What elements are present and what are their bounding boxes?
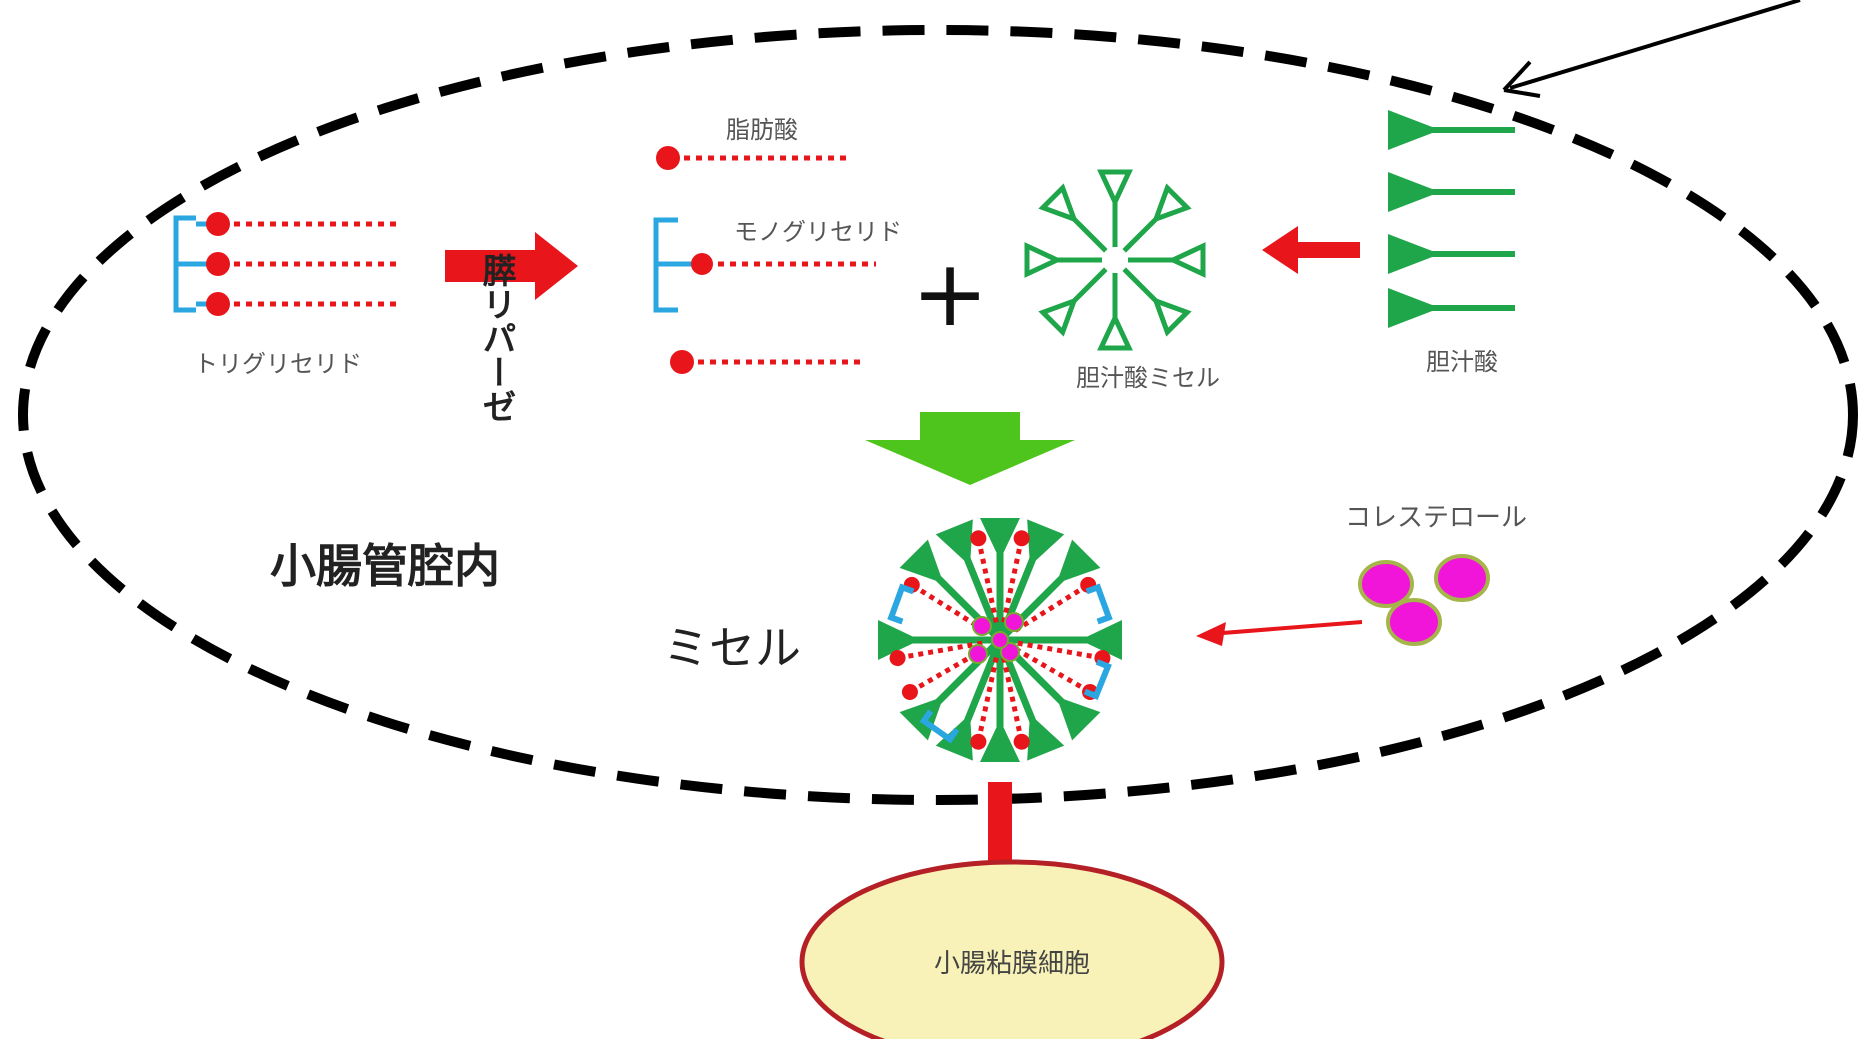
bile-acid-micelle <box>1027 172 1203 348</box>
lumen-boundary <box>18 25 1858 805</box>
cholesterol-label: コレステロール <box>1345 503 1527 533</box>
fatty-acid-label: 脂肪酸 <box>726 116 798 144</box>
lipase-arrow <box>445 232 578 300</box>
micelle-label: ミセル <box>663 621 801 675</box>
cholesterol-arrow <box>1196 620 1363 646</box>
mucosal-cell <box>799 859 1225 1039</box>
triglyceride-molecule <box>173 212 396 316</box>
svg-text:膵リパーゼ: 膵リパーゼ <box>476 253 516 423</box>
mucosal-cell-label: 小腸粘膜細胞 <box>934 949 1090 979</box>
cholesterol-molecules <box>1358 554 1490 646</box>
triglyceride-label: トリグリセリド <box>194 350 362 378</box>
plus-sign: + <box>911 240 988 347</box>
lumen-label: 小腸管腔内 <box>270 539 500 593</box>
mixed-micelle <box>878 518 1122 762</box>
monoglyceride-molecule <box>653 217 876 313</box>
pointer-arrow <box>1502 0 1801 98</box>
bile-acid-micelle-label: 胆汁酸ミセル <box>1076 364 1220 392</box>
bile-to-micelle-arrow <box>1262 226 1360 274</box>
bile-acid-molecules <box>1388 110 1515 328</box>
lipase-label: 膵リパーゼ <box>476 253 516 423</box>
monoglyceride-label: モノグリセリド <box>734 218 902 246</box>
fatty-acid-molecule-2 <box>670 350 860 374</box>
micelle-core-cholesterol <box>968 612 1024 664</box>
formation-arrow <box>865 412 1075 485</box>
fatty-acid-molecule <box>656 146 846 170</box>
bile-acid-label: 胆汁酸 <box>1426 348 1498 376</box>
